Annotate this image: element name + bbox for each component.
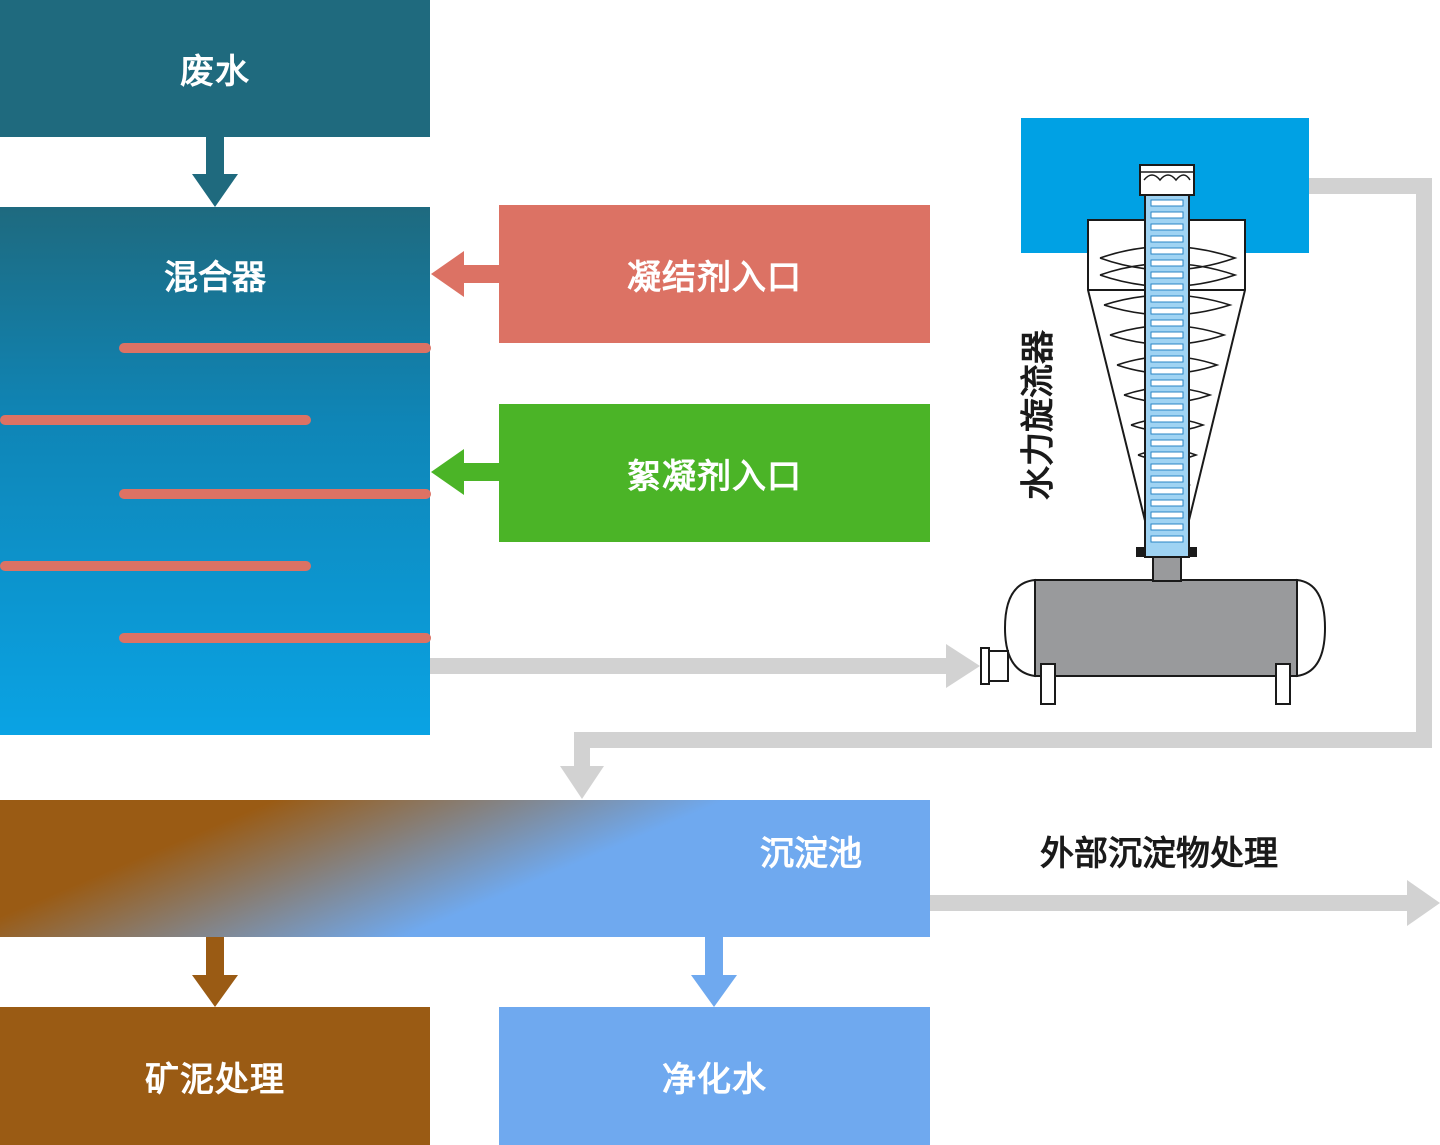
sedimentation-tank-label: 沉淀池 [760,834,862,874]
vessel-outlet-flange [980,647,990,685]
vortex-tube-pattern [1150,199,1184,543]
vortex-finder-cap [1139,164,1195,196]
arrow-to-sludge-treatment [192,937,238,1007]
arrow-coagulant-to-mixer [431,251,499,297]
wastewater-label: 废水 [180,52,250,92]
flocculant-inlet-box: 絮凝剂入口 [499,404,930,542]
vessel-leg-right [1275,663,1291,705]
sludge-treatment-box: 矿泥处理 [0,1007,430,1145]
arrow-external-sediment [930,880,1440,926]
mixer-label: 混合器 [164,258,266,298]
external-sediment-label: 外部沉淀物处理 [1040,834,1278,874]
sludge-treatment-label: 矿泥处理 [145,1059,285,1100]
pipe-hydrocyclone-to-sedimentation [560,178,1432,799]
vortex-finder-ridges [1140,171,1194,182]
vessel-outlet-pipe [987,650,1009,682]
arrow-wastewater-to-mixer [192,137,238,207]
purified-water-box: 净化水 [499,1007,930,1145]
pipe-mixer-to-hydrocyclone [430,644,980,688]
vortex-tube [1144,194,1190,558]
mixer-box [0,207,430,735]
arrow-flocculant-to-mixer [431,449,499,495]
vessel-right-cap [1296,578,1327,678]
wastewater-box: 废水 [0,0,430,137]
mixer-baffles [0,343,431,643]
arrow-to-purified-water [691,937,737,1007]
vessel-body [1034,579,1298,677]
purified-water-label: 净化水 [662,1059,767,1100]
sedimentation-tank-box [0,800,930,937]
vessel-left-cap [1003,578,1036,678]
coagulant-inlet-label: 凝结剂入口 [627,257,802,298]
coagulant-inlet-box: 凝结剂入口 [499,205,930,343]
vessel-leg-left [1040,663,1056,705]
flocculant-inlet-label: 絮凝剂入口 [627,456,802,497]
